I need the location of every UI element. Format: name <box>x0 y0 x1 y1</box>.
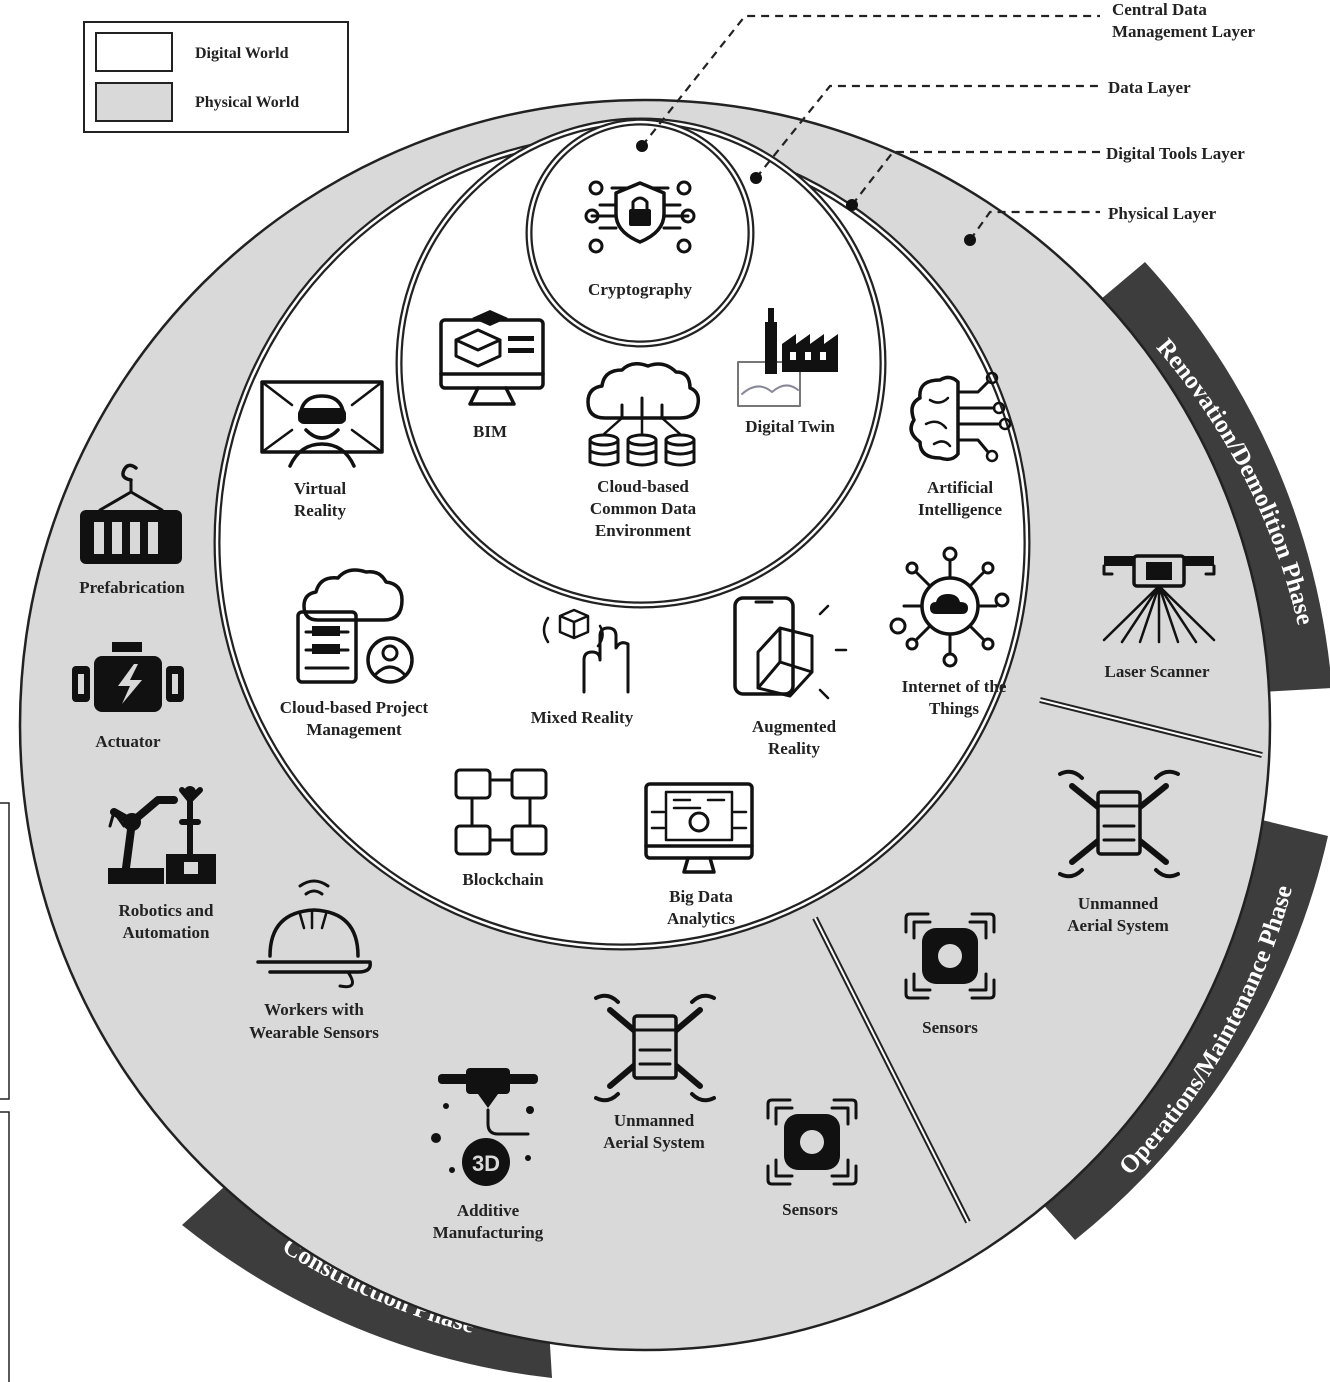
actuator-icon <box>72 642 184 712</box>
central-layer-label-line2: Management Layer <box>1112 22 1256 41</box>
iot-label-line1: Internet of the <box>902 677 1007 696</box>
augmented-reality-icon <box>733 596 848 700</box>
sensors-operations-label: Sensors <box>922 1018 978 1037</box>
ai-label-line1: Artificial <box>927 478 993 497</box>
uas-construction-label-line2: Aerial System <box>603 1133 705 1152</box>
laser-scanner-icon <box>1102 554 1216 644</box>
data-leader-line <box>755 84 1100 179</box>
additive-label-line2: Manufacturing <box>433 1223 544 1242</box>
central-layer-inner-ring <box>527 120 753 346</box>
cde-label-line2: Common Data <box>590 499 697 518</box>
ar-label-line2: Reality <box>768 739 820 758</box>
prefabrication-label: Prefabrication <box>79 578 185 597</box>
cde-label-line1: Cloud-based <box>597 477 689 496</box>
additive-manufacturing-icon: 3D <box>431 1068 538 1186</box>
layer-leaders <box>641 14 1100 241</box>
uas-operations-label-line2: Aerial System <box>1067 916 1169 935</box>
blockchain-icon <box>454 768 548 856</box>
cpm-label-line1: Cloud-based Project <box>280 698 429 717</box>
laser-scanner-label: Laser Scanner <box>1105 662 1210 681</box>
tools-leader-dot <box>846 199 858 211</box>
edge-fragment-1 <box>0 802 10 1100</box>
cloud-project-management-icon <box>296 568 414 684</box>
uas-construction-label-line1: Unmanned <box>614 1111 695 1130</box>
data-layer-label: Data Layer <box>1108 78 1191 97</box>
cpm-label-line2: Management <box>306 720 402 739</box>
prefabrication-icon <box>80 463 182 564</box>
robotics-label-line2: Automation <box>123 923 210 942</box>
divider-operations-construction-inner <box>814 917 969 1223</box>
digital-twin-icon <box>737 308 838 407</box>
sensor-operations-icon <box>904 912 996 1000</box>
artificial-intelligence-icon <box>909 371 1012 463</box>
workers-label-line2: Wearable Sensors <box>249 1023 379 1042</box>
vr-label-line1: Virtual <box>294 479 347 498</box>
drone-operations-icon <box>1058 769 1180 879</box>
vr-label-line2: Reality <box>294 501 346 520</box>
drone-construction-icon <box>594 993 716 1103</box>
uas-operations-label-line1: Unmanned <box>1078 894 1159 913</box>
bda-label-line2: Analytics <box>667 909 735 928</box>
legend-digital-label: Digital World <box>195 45 289 62</box>
cryptography-icon <box>584 180 696 254</box>
edge-fragment-2 <box>0 1111 10 1382</box>
iot-label-line2: Things <box>929 699 979 718</box>
big-data-analytics-icon <box>644 782 754 874</box>
physical-leader-line <box>969 210 1100 241</box>
3d-glyph: 3D <box>472 1151 500 1176</box>
internet-of-things-icon <box>889 546 1010 668</box>
physical-leader-dot <box>964 234 976 246</box>
cryptography-label: Cryptography <box>588 280 692 299</box>
robotics-automation-icon <box>108 786 216 884</box>
physical-layer-label: Physical Layer <box>1108 204 1217 223</box>
sensor-construction-icon <box>766 1098 858 1186</box>
additive-label-line1: Additive <box>457 1201 520 1220</box>
robotics-label-line1: Robotics and <box>119 901 214 920</box>
legend: Digital World Physical World <box>83 21 349 133</box>
cloud-cde-icon <box>586 362 701 467</box>
central-layer-label-line1: Central Data <box>1112 0 1207 19</box>
actuator-label: Actuator <box>95 732 161 751</box>
bim-label: BIM <box>473 422 507 441</box>
bim-icon <box>439 310 545 406</box>
ar-label-line1: Augmented <box>752 717 837 736</box>
digital-twin-label: Digital Twin <box>745 417 835 436</box>
sensors-construction-label: Sensors <box>782 1200 838 1219</box>
blockchain-label: Blockchain <box>462 870 544 889</box>
wearable-sensor-helmet-icon <box>256 879 372 989</box>
mixed-reality-label: Mixed Reality <box>531 708 634 727</box>
divider-renovation-operations-inner <box>1039 699 1263 756</box>
ai-label-line2: Intelligence <box>918 500 1002 519</box>
data-leader-dot <box>750 172 762 184</box>
workers-label-line1: Workers with <box>264 1000 364 1019</box>
legend-physical-label: Physical World <box>195 94 299 111</box>
cde-label-line3: Environment <box>595 521 691 540</box>
legend-physical-swatch <box>95 82 173 122</box>
central-leader-dot <box>636 140 648 152</box>
legend-digital-swatch <box>95 32 173 72</box>
virtual-reality-icon <box>260 380 384 468</box>
mixed-reality-icon <box>542 608 630 694</box>
bda-label-line1: Big Data <box>669 887 733 906</box>
tools-layer-label: Digital Tools Layer <box>1106 144 1245 163</box>
